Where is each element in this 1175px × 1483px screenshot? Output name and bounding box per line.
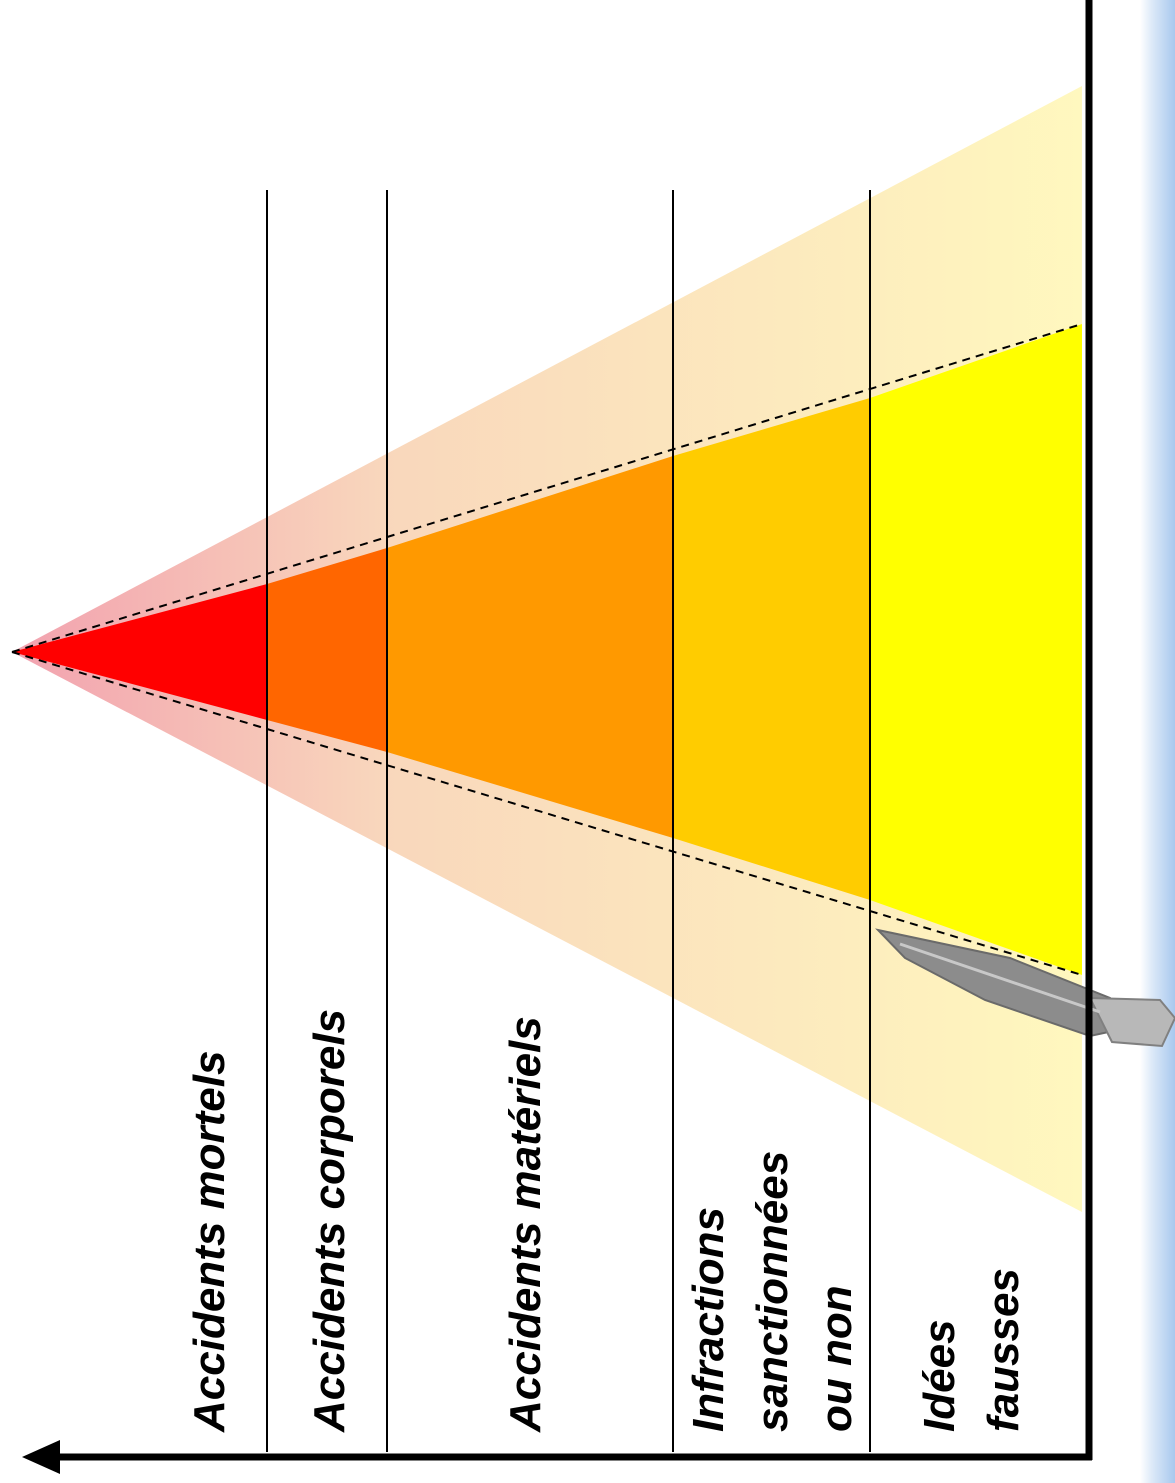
pencil-icon [875, 928, 1175, 1048]
label-line: Idées [915, 1319, 964, 1432]
label-line: sanctionnées [747, 1150, 797, 1432]
label-line: Accidents corporels [305, 1008, 354, 1432]
level-fill-corporels [267, 548, 387, 752]
label-accidents-materiels: Accidents matériels [494, 1016, 558, 1432]
label-line: Accidents mortels [185, 1050, 234, 1432]
label-infractions: Infractions sanctionnées ou non [677, 1151, 868, 1432]
label-line: Accidents matériels [501, 1016, 550, 1432]
cone-edge-bottom [11, 651, 1083, 976]
level-fill-materiels [387, 456, 673, 838]
cone-edge-top [11, 323, 1083, 653]
arrow-left-icon [22, 1440, 60, 1474]
level-fill-infractions [673, 398, 870, 900]
label-line: fausses [978, 1268, 1028, 1432]
label-accidents-mortels: Accidents mortels [178, 1051, 242, 1432]
label-line: ou non [811, 1285, 861, 1432]
level-fill-mortels [12, 584, 267, 720]
label-idees-fausses: Idées fausses [908, 1268, 1036, 1432]
label-accidents-corporels: Accidents corporels [298, 1009, 362, 1432]
label-line: Infractions [684, 1207, 733, 1432]
level-fill-idees [870, 324, 1082, 975]
right-edge-strip [1140, 0, 1175, 1483]
